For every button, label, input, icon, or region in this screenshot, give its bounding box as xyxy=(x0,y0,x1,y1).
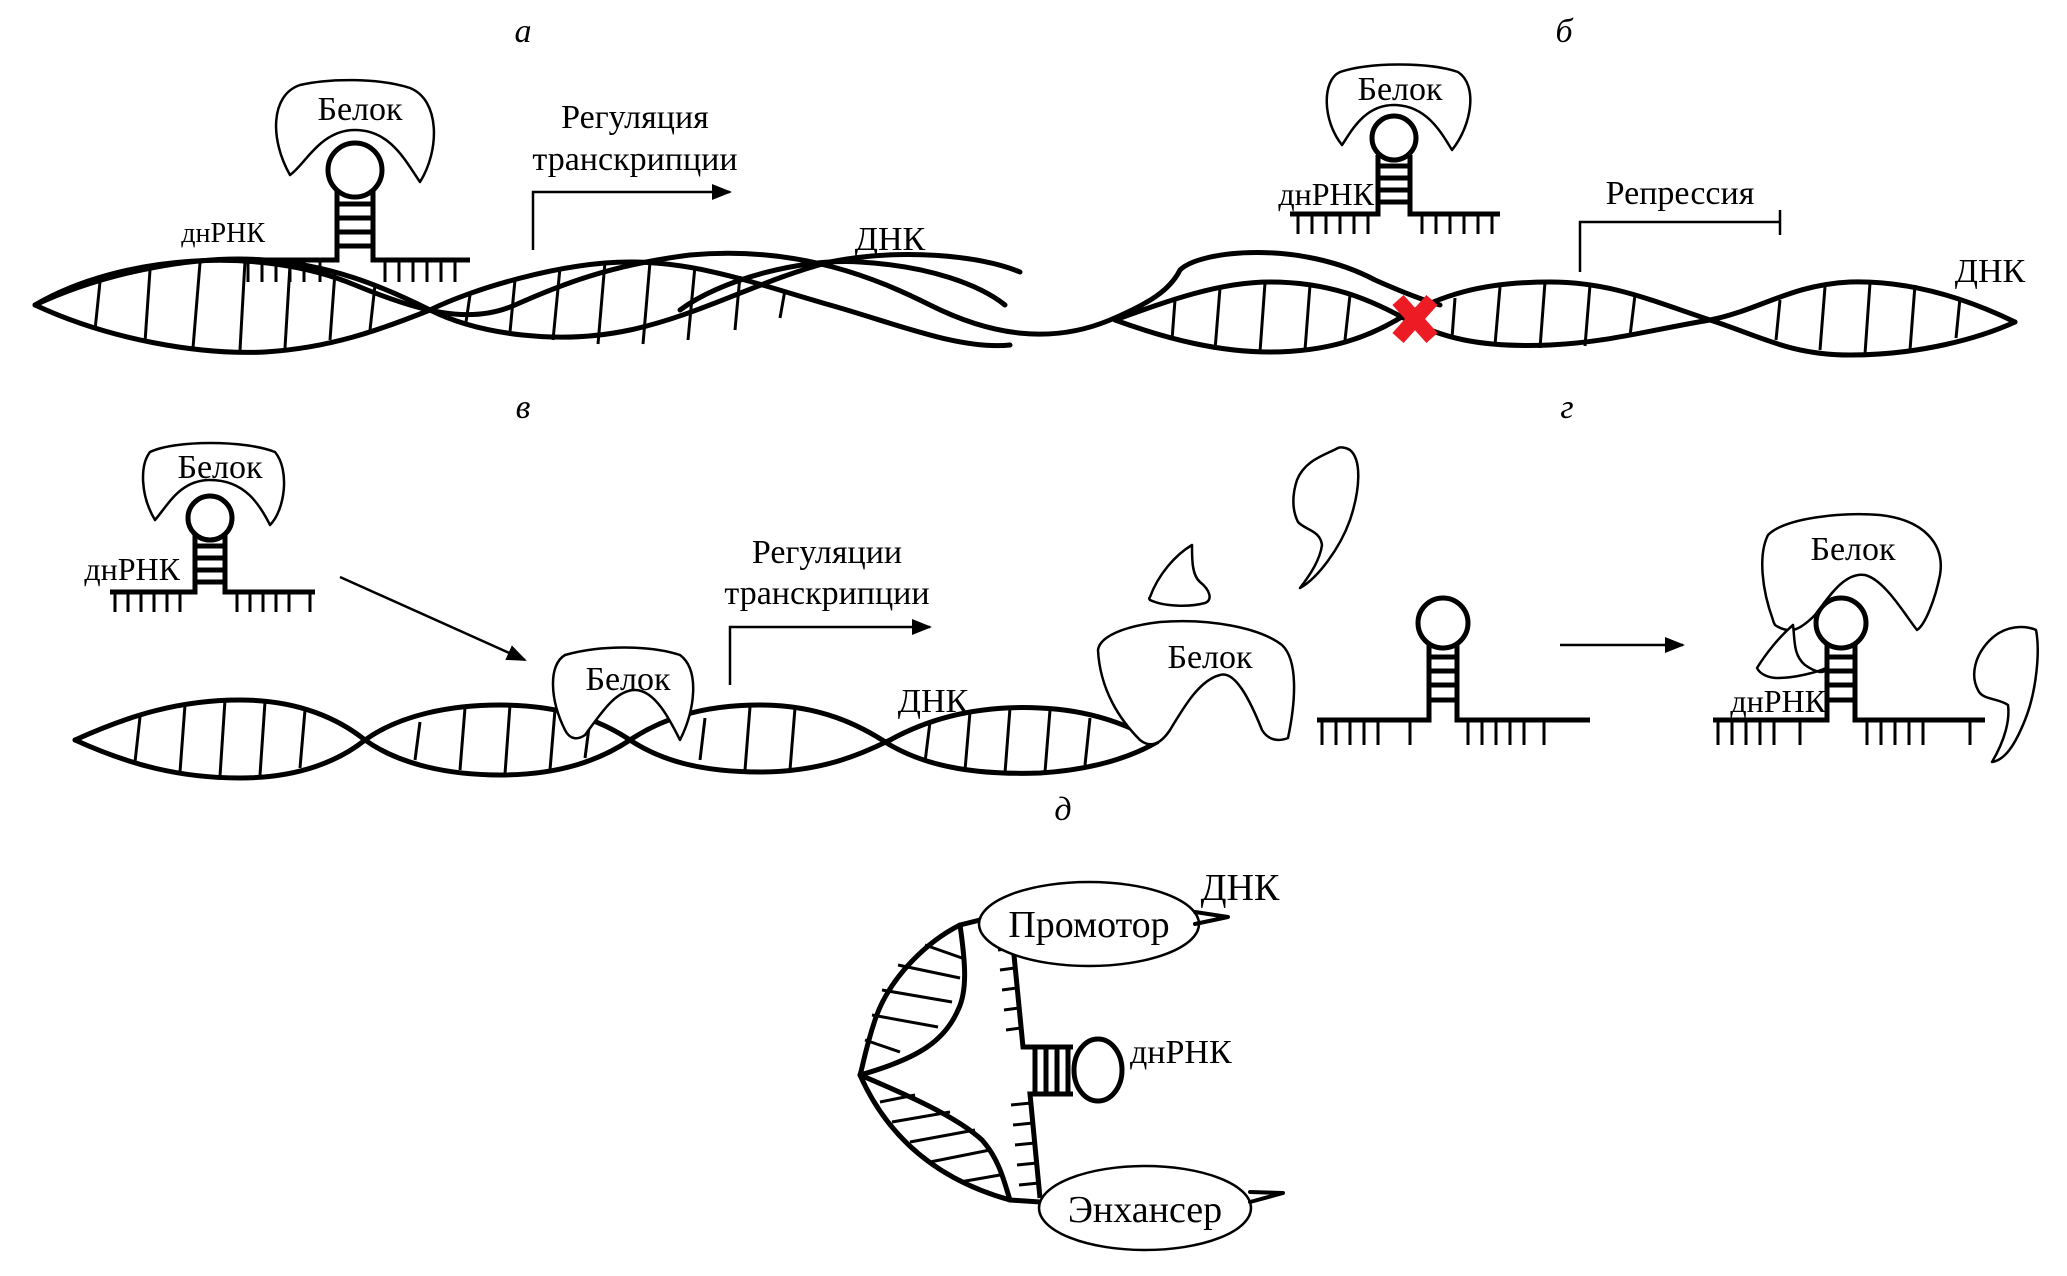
protein-shape xyxy=(274,78,436,184)
panel-letter-d: д xyxy=(1054,791,1071,828)
rna-bases-right xyxy=(383,260,457,282)
rna-label: днРНК xyxy=(84,551,180,587)
dna-rungs xyxy=(93,260,787,351)
transcription-arrow xyxy=(728,619,932,685)
dna-strand-right xyxy=(677,259,1008,313)
rna-hairpin-complex xyxy=(1713,595,1985,745)
panel-b: б xyxy=(1112,13,2026,358)
rna-label: днРНК xyxy=(1278,176,1374,212)
rna-hairpin xyxy=(240,140,470,282)
panel-letter-b: б xyxy=(1555,13,1574,50)
panel-v: в xyxy=(72,389,1160,781)
rna-hairpin xyxy=(110,493,315,612)
protein-fragment-upper xyxy=(1292,446,1360,590)
promoter-label: Промотор xyxy=(1008,904,1169,946)
dna-end-enhancer xyxy=(1248,1190,1285,1204)
protein-shape xyxy=(141,441,286,527)
protein-shape-left xyxy=(1096,619,1296,746)
dna-connector xyxy=(1007,1197,1043,1205)
protein-label: Белок xyxy=(177,449,263,486)
panel-letter-a: а xyxy=(515,13,532,50)
panel-a: а xyxy=(32,13,1443,355)
dna-label: ДНК xyxy=(1201,867,1280,909)
enhancer-label: Энхансер xyxy=(1068,1189,1222,1231)
rna-label: днРНК xyxy=(1130,1034,1232,1071)
protein-on-dna-label: Белок xyxy=(585,661,671,698)
rna-strand xyxy=(997,944,1125,1199)
rna-bases-left xyxy=(246,260,322,282)
protein-shape xyxy=(1325,63,1472,152)
dna-label: ДНК xyxy=(1955,253,2026,290)
panel-letter-g: г xyxy=(1560,389,1573,426)
rna-hairpin xyxy=(1317,595,1590,745)
dna-label: ДНК xyxy=(855,221,926,258)
repression-bar xyxy=(1578,220,1780,272)
protein-label: Белок xyxy=(1357,71,1443,108)
protein-shape-right xyxy=(1761,513,1942,632)
process-label-line2: транскрипции xyxy=(724,575,929,612)
dna-helix xyxy=(1112,279,2018,358)
protein-on-dna xyxy=(551,646,695,742)
dna-strand-top xyxy=(32,302,433,355)
rna-label: днРНК xyxy=(181,218,265,249)
process-label-line1: Регуляция xyxy=(561,99,709,136)
process-label-line2: транскрипции xyxy=(532,141,737,178)
dna-strand-mid xyxy=(427,259,1013,349)
protein-fragment-small xyxy=(1148,543,1211,607)
protein-label-left: Белок xyxy=(1167,639,1253,676)
enhancer-ellipse xyxy=(1037,1164,1253,1252)
binding-arrow xyxy=(339,575,527,662)
dna-loop xyxy=(857,922,1013,1203)
dna-label: ДНК xyxy=(898,683,969,720)
panel-letter-v: в xyxy=(516,389,531,426)
process-label: Репрессия xyxy=(1606,175,1755,212)
rna-hairpin xyxy=(1290,113,1500,234)
transcription-arrow xyxy=(531,184,732,250)
protein-label-right: Белок xyxy=(1810,531,1896,568)
protein-fragment-small-bound xyxy=(1755,623,1828,680)
panel-d: д xyxy=(857,791,1285,1252)
dna-helix xyxy=(32,250,1443,337)
blocked-marker-icon xyxy=(1392,294,1438,344)
protein-fragment-large-bound xyxy=(1973,625,2039,764)
protein-label: Белок xyxy=(317,91,403,128)
dna-strand-top xyxy=(32,252,1023,340)
panel-g: г Белок xyxy=(1096,389,2039,764)
process-label-line1: Регуляции xyxy=(752,534,902,571)
rna-label: днРНК xyxy=(1730,683,1826,719)
dna-helix xyxy=(72,697,1160,781)
dna-connector xyxy=(957,917,983,928)
dna-end-promoter xyxy=(1193,910,1230,926)
